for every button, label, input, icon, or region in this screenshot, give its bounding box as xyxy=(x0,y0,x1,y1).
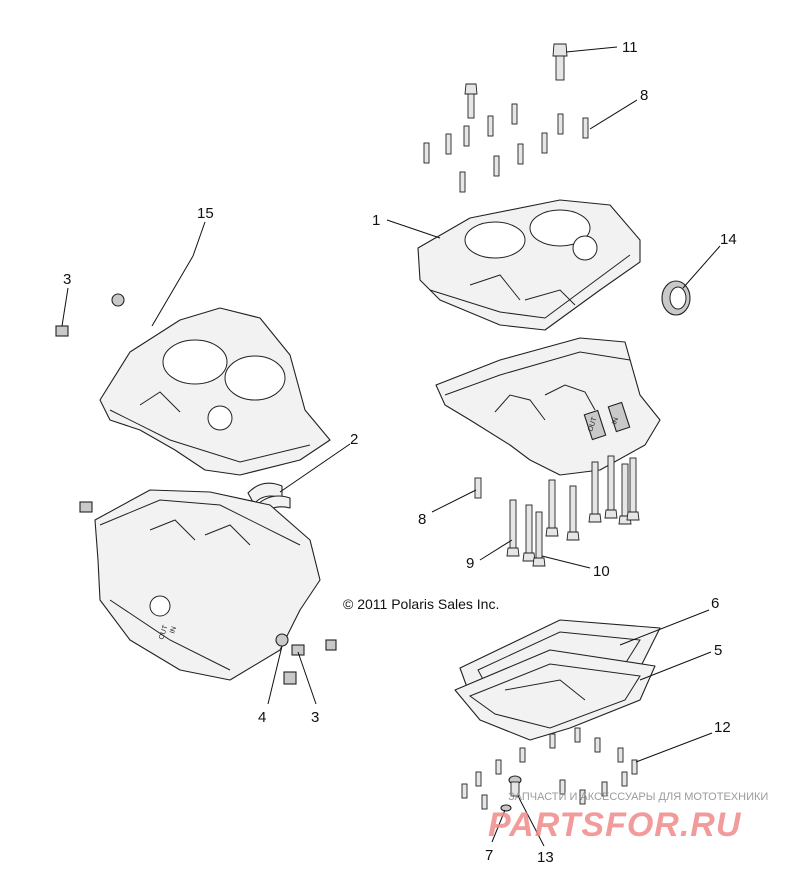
callout-10: 10 xyxy=(593,563,610,580)
in-mark: IN xyxy=(611,417,620,426)
callout-8-mid: 8 xyxy=(418,511,426,528)
callout-3-top: 3 xyxy=(63,271,71,288)
callout-8-top: 8 xyxy=(640,87,648,104)
bolt-11 xyxy=(552,43,568,81)
callout-7: 7 xyxy=(485,847,493,864)
callout-11: 11 xyxy=(622,39,638,56)
callout-2: 2 xyxy=(350,431,358,448)
callout-labels: 11 8 1 14 15 3 2 8 9 10 6 5 4 3 12 7 13 xyxy=(63,39,737,866)
callout-4: 4 xyxy=(258,709,266,726)
bolt-long-center xyxy=(464,83,478,119)
upper-crankcase-right xyxy=(417,199,641,331)
callout-13: 13 xyxy=(537,849,554,866)
callout-5: 5 xyxy=(714,642,722,659)
watermark-brand: PARTSFOR.RU xyxy=(488,806,742,844)
lower-crankcase-left: OUT IN xyxy=(79,489,337,685)
leader-lines xyxy=(61,46,721,847)
washer-7 xyxy=(500,804,512,812)
callout-3-bottom: 3 xyxy=(311,709,319,726)
out-mark-left: OUT xyxy=(158,624,169,641)
upper-case-bolts xyxy=(423,43,589,193)
upper-crankcase-left xyxy=(55,293,331,476)
callout-1: 1 xyxy=(372,212,380,229)
plug-4 xyxy=(275,633,289,647)
oil-pan-5 xyxy=(454,649,656,741)
bolt-8-set xyxy=(423,103,589,193)
lower-case-bolts xyxy=(474,455,640,567)
lower-crankcase-right: OUT IN xyxy=(435,337,661,476)
watermark-caption: ЗАПЧАСТИ И АКСЕССУАРЫ ДЛЯ МОТОТЕХНИКИ xyxy=(508,791,768,803)
watermark: ЗАПЧАСТИ И АКСЕССУАРЫ ДЛЯ МОТОТЕХНИКИ PA… xyxy=(488,791,768,844)
copyright-notice: © 2011 Polaris Sales Inc. xyxy=(343,596,499,612)
in-mark-left: IN xyxy=(169,626,178,635)
callout-6: 6 xyxy=(711,595,719,612)
drain-plug-13 xyxy=(508,775,522,797)
oil-pan-bolts-12 xyxy=(461,727,638,810)
callout-14: 14 xyxy=(720,231,737,248)
callout-15: 15 xyxy=(197,205,214,222)
seal-14 xyxy=(661,280,691,316)
callout-9: 9 xyxy=(466,555,474,572)
cap-3 xyxy=(291,644,305,656)
out-mark: OUT xyxy=(587,416,598,433)
callout-12: 12 xyxy=(714,719,731,736)
